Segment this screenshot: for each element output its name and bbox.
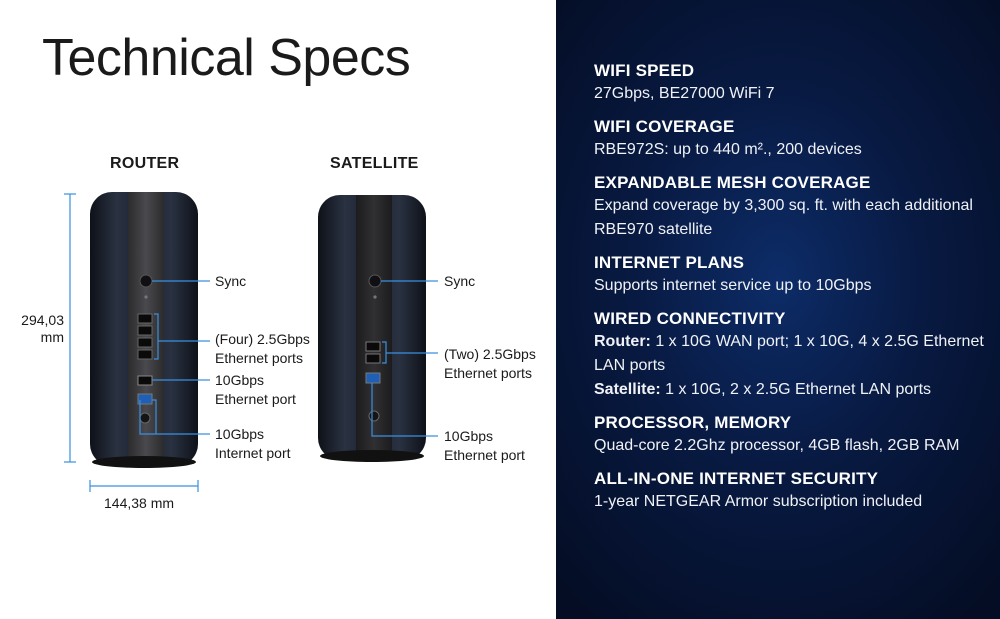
spec-router-line: Router: 1 x 10G WAN port; 1 x 10G, 4 x 2…	[594, 333, 984, 374]
router-10g-port	[137, 375, 153, 386]
dimension-lines	[64, 193, 199, 492]
satellite-sync-button	[368, 274, 382, 288]
router-sync-button	[139, 274, 153, 288]
satellite-led	[373, 295, 377, 299]
satellite-port-callout: 10Gbps Ethernet port	[444, 428, 525, 463]
spec-heading: WIFI SPEED	[594, 61, 695, 80]
spec-processor-memory: PROCESSOR, MEMORY Quad-core 2.2Ghz proce…	[594, 412, 984, 458]
specs-panel: WIFI SPEED 27Gbps, BE27000 WiFi 7 WIFI C…	[556, 0, 1000, 619]
router-callout-lines	[139, 280, 210, 435]
spec-text: 1-year NETGEAR Armor subscription includ…	[594, 493, 923, 510]
spec-heading: WIFI COVERAGE	[594, 117, 735, 136]
router-led	[144, 295, 148, 299]
spec-wifi-speed: WIFI SPEED 27Gbps, BE27000 WiFi 7	[594, 60, 984, 106]
router-internet-port	[137, 393, 153, 405]
product-illustration	[64, 192, 438, 492]
spec-internet-security: ALL-IN-ONE INTERNET SECURITY 1-year NETG…	[594, 468, 984, 514]
router-device	[90, 192, 198, 468]
satellite-sync-callout: Sync	[444, 273, 476, 289]
spec-wired-connectivity: WIRED CONNECTIVITY Router: 1 x 10G WAN p…	[594, 308, 984, 402]
spec-heading: PROCESSOR, MEMORY	[594, 413, 792, 432]
spec-mesh-coverage: EXPANDABLE MESH COVERAGE Expand coverage…	[594, 172, 984, 242]
router-lan-callout: (Four) 2.5Gbps Ethernet ports	[215, 331, 310, 366]
satellite-label: SATELLITE	[330, 155, 419, 172]
satellite-callout-lines	[371, 280, 438, 437]
router-sync-callout: Sync	[215, 273, 247, 289]
spec-list: WIFI SPEED 27Gbps, BE27000 WiFi 7 WIFI C…	[594, 60, 984, 524]
product-panel: Technical Specs	[21, 29, 536, 511]
satellite-lan-ports	[365, 341, 381, 364]
spec-heading: ALL-IN-ONE INTERNET SECURITY	[594, 469, 879, 488]
satellite-power-jack	[368, 410, 380, 422]
router-internet-callout: 10Gbps Internet port	[215, 426, 291, 461]
router-width-dimension: 144,38 mm	[104, 495, 175, 511]
spec-heading: EXPANDABLE MESH COVERAGE	[594, 173, 871, 192]
satellite-10g-port	[365, 372, 381, 384]
spec-text: Supports internet service up to 10Gbps	[594, 277, 872, 294]
router-base	[92, 456, 196, 468]
spec-satellite-line: Satellite: 1 x 10G, 2 x 2.5G Ethernet LA…	[594, 381, 932, 398]
satellite-device	[318, 195, 426, 462]
router-power-jack	[139, 412, 151, 424]
spec-heading: WIRED CONNECTIVITY	[594, 309, 786, 328]
spec-text: Expand coverage by 3,300 sq. ft. with ea…	[594, 197, 973, 238]
spec-heading: INTERNET PLANS	[594, 253, 745, 272]
spec-text: RBE972S: up to 440 m²., 200 devices	[594, 141, 862, 158]
router-10g-callout: 10Gbps Ethernet port	[215, 372, 296, 407]
satellite-lan-callout: (Two) 2.5Gbps Ethernet ports	[444, 346, 536, 381]
page-title: Technical Specs	[42, 29, 411, 87]
spec-text: 27Gbps, BE27000 WiFi 7	[594, 85, 775, 102]
router-lan-ports	[137, 313, 153, 360]
spec-wifi-coverage: WIFI COVERAGE RBE972S: up to 440 m²., 20…	[594, 116, 984, 162]
spec-text: Quad-core 2.2Ghz processor, 4GB flash, 2…	[594, 437, 960, 454]
router-label: ROUTER	[110, 155, 180, 172]
router-height-dimension: 294,03 mm	[21, 312, 64, 345]
satellite-base	[320, 450, 424, 462]
spec-internet-plans: INTERNET PLANS Supports internet service…	[594, 252, 984, 298]
